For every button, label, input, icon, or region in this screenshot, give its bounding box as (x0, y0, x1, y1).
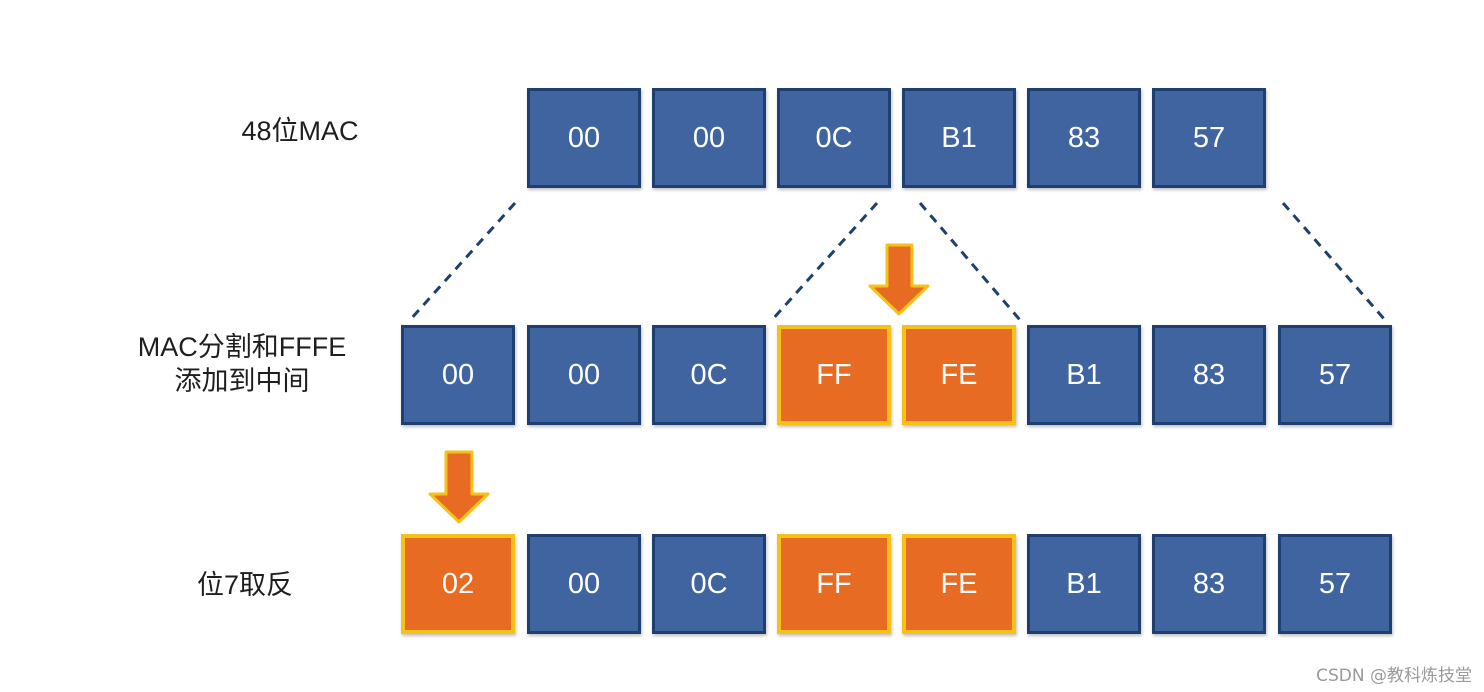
eui-byte: B1 (1027, 325, 1141, 425)
eui-byte: 57 (1278, 325, 1392, 425)
mac-byte: 00 (527, 88, 641, 188)
insert-arrow (868, 243, 930, 316)
connector-split-right (918, 202, 1022, 321)
eui-byte: 83 (1152, 325, 1266, 425)
eui-byte: 57 (1278, 534, 1392, 634)
eui-byte: 00 (527, 325, 641, 425)
inserted-byte-ff: FF (777, 534, 891, 634)
mac-byte: 83 (1027, 88, 1141, 188)
label-split-insert-fffe: MAC分割和FFFE 添加到中间 (137, 332, 347, 396)
connector-left (408, 201, 517, 322)
inserted-byte-fe: FE (902, 325, 1016, 425)
inserted-byte-ff: FF (777, 325, 891, 425)
watermark: CSDN @教科炼技堂 (1316, 666, 1472, 686)
connector-right (1281, 202, 1387, 321)
label-48bit-mac: 48位MAC (241, 116, 359, 146)
eui-byte: 00 (527, 534, 641, 634)
connector-split-left (770, 201, 879, 322)
inserted-byte-fe: FE (902, 534, 1016, 634)
eui-byte: 0C (652, 534, 766, 634)
eui-byte: 0C (652, 325, 766, 425)
eui-byte: B1 (1027, 534, 1141, 634)
mac-byte: 0C (777, 88, 891, 188)
inverted-first-byte: 02 (401, 534, 515, 634)
invert-arrow (428, 450, 490, 524)
mac-byte: B1 (902, 88, 1016, 188)
mac-byte: 57 (1152, 88, 1266, 188)
mac-byte: 00 (652, 88, 766, 188)
eui-byte: 00 (401, 325, 515, 425)
label-invert-bit7: 位7取反 (196, 570, 294, 600)
eui-byte: 83 (1152, 534, 1266, 634)
